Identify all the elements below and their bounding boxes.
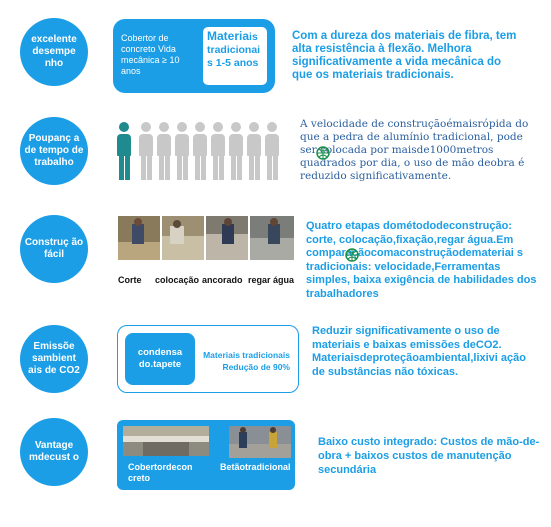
worker-icon [192, 122, 207, 180]
photo-watering [250, 216, 294, 260]
cost-comparison-card [117, 420, 295, 490]
caption-traditional-concrete: Betãotradicional [220, 462, 291, 472]
caption-cut: Corte [118, 275, 142, 285]
cost-description: Baixo custo integrado: Custos de mão-de-… [318, 436, 540, 476]
emission-comparison-frame [117, 325, 299, 393]
traditional-lifespan-box: Materiais tradicionai s 1-5 anos [203, 27, 267, 85]
worker-icon [228, 122, 243, 180]
caption-laying: colocação [155, 275, 200, 285]
worker-icon [246, 122, 261, 180]
worker-icon [210, 122, 225, 180]
easy-construction-description: Quatro etapas dométododeconstrução: cort… [306, 220, 537, 300]
caption-watering: regar água [248, 275, 295, 285]
construction-steps-photos [118, 216, 294, 260]
performance-card: Cobertor de concreto Vida mecânica ≥ 10 … [113, 19, 275, 93]
photo-cutting [118, 216, 160, 260]
traditional-reduction-text: Materiais tradicionais Redução de 90% [203, 350, 290, 372]
workers-figure-group [112, 122, 282, 184]
worker-icon [264, 122, 279, 180]
badge-cost-advantage: Vantage mdecust o [20, 418, 88, 486]
worker-icon [138, 122, 153, 180]
performance-description: Com a dureza dos materiais de fibra, tem… [292, 30, 517, 81]
badge-time-saving: Poupanç a de tempo de trabalho [20, 117, 88, 185]
badge-easy-construction: Construç ão fácil [20, 215, 88, 283]
worker-icon [174, 122, 189, 180]
concrete-blanket-photo [123, 426, 209, 456]
badge-co2-emission: Emissõe sambient ais de CO2 [20, 325, 88, 393]
condensed-mat-chip: condensa do.tapete [125, 333, 195, 385]
emission-description: Reduzir significativamente o uso de mate… [312, 325, 526, 378]
caption-concrete-blanket: Cobertordecon creto [128, 462, 193, 483]
photo-laying [162, 216, 204, 260]
worker-highlighted-icon [116, 122, 131, 180]
worker-icon [156, 122, 171, 180]
badge-performance: excelente desempe nho [20, 18, 88, 86]
globe-watermark-icon [345, 248, 359, 262]
photo-anchoring [206, 216, 248, 260]
globe-watermark-icon [316, 146, 330, 160]
caption-anchored: ancorado [202, 275, 243, 285]
concrete-lifespan-text: Cobertor de concreto Vida mecânica ≥ 10 … [121, 33, 180, 76]
traditional-concrete-photo [229, 426, 291, 458]
time-saving-description: A velocidade de construçãoémaisrópida do… [300, 118, 529, 182]
